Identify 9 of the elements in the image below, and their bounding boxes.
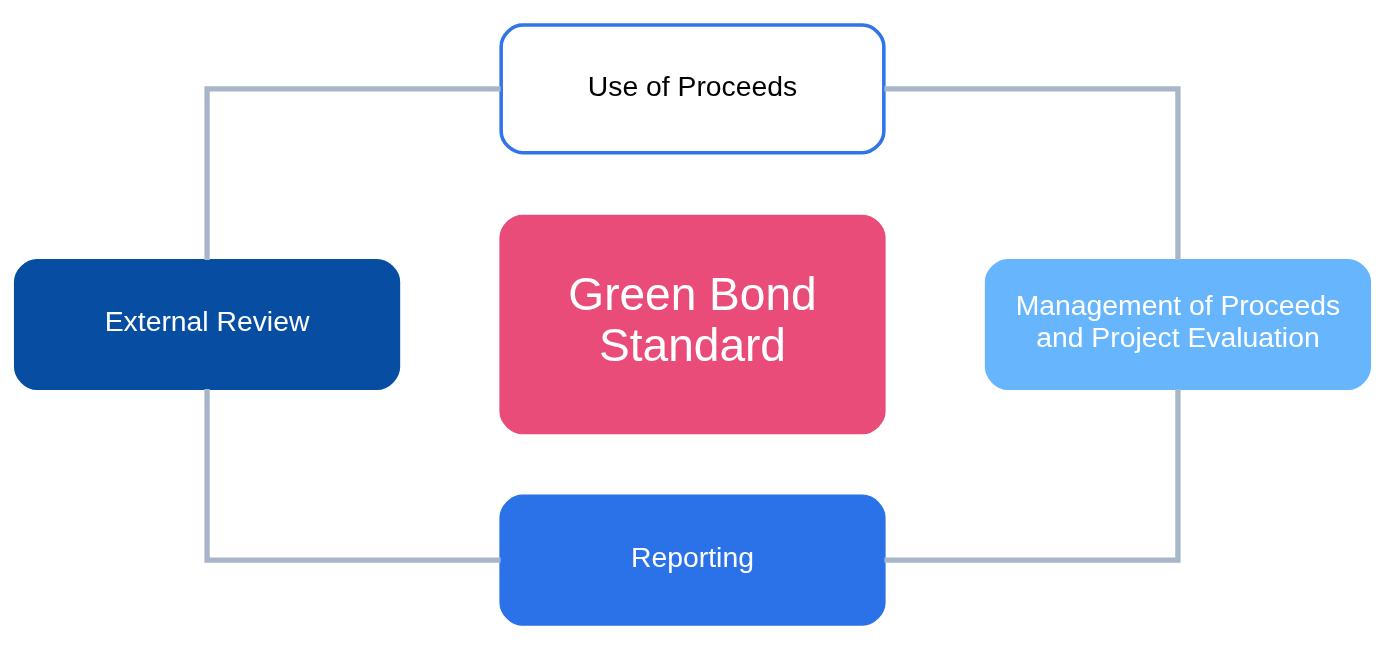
node-box: Use of Proceeds [499, 22, 886, 154]
node-box: Reporting [499, 494, 886, 626]
connector [884, 388, 1181, 563]
connector [204, 85, 501, 260]
connector [884, 85, 1181, 260]
node-box: External Review [13, 258, 401, 390]
node-box: Green Bond Standard [499, 214, 886, 434]
connector [204, 388, 501, 563]
node-box: Management of Proceeds and Project Evaluation [984, 258, 1372, 390]
